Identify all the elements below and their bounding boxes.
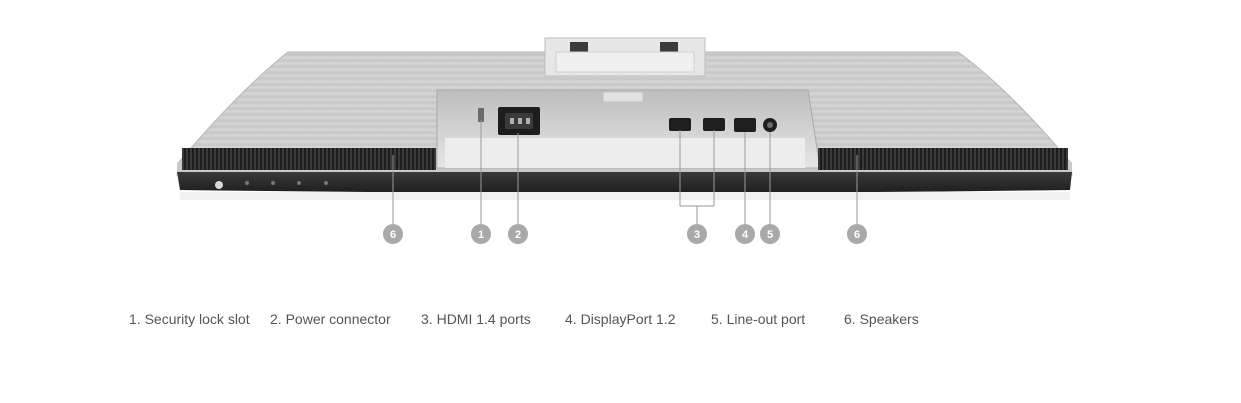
port-cavity [436,89,821,169]
hdmi-port-icon [669,118,691,131]
legend-label: Speakers [859,311,919,327]
legend-label: DisplayPort 1.2 [580,311,676,327]
legend-number: 1. [129,311,141,327]
legend-number: 4. [565,311,577,327]
callout-4: 4 [735,224,755,244]
legend-item-speakers: 6. Speakers [844,311,919,327]
legend-item-hdmi-ports: 3. HDMI 1.4 ports [421,311,531,327]
audio-jack-icon [763,118,777,132]
control-button-icon [245,181,249,185]
callout-5: 5 [760,224,780,244]
callout-leader-lines [392,120,858,224]
control-button-icon [324,181,328,185]
legend-number: 2. [270,311,282,327]
callout-number: 5 [767,229,773,241]
kensington-slot-icon [478,108,484,122]
legend-item-displayport: 4. DisplayPort 1.2 [565,311,676,327]
legend-number: 5. [711,311,723,327]
control-button-icon [271,181,275,185]
hdmi-port-icon [703,118,725,131]
right-speaker-grille [818,148,1068,170]
legend-item-power-connector: 2. Power connector [270,311,391,327]
callout-2: 2 [508,224,528,244]
callout-number: 1 [478,229,484,241]
callout-6-left: 6 [383,224,403,244]
callout-number: 2 [515,229,521,241]
legend-label: Security lock slot [144,311,250,327]
callout-3: 3 [687,224,707,244]
callout-number: 6 [390,229,396,241]
callout-number: 3 [694,229,700,241]
power-button-icon [215,181,223,189]
control-button-icon [297,181,301,185]
power-socket-icon [498,107,540,135]
legend-label: HDMI 1.4 ports [436,311,531,327]
callout-1: 1 [471,224,491,244]
callout-6-right: 6 [847,224,867,244]
stand-mount-recess [544,37,706,77]
legend-number: 3. [421,311,433,327]
legend-label: Power connector [285,311,391,327]
legend-number: 6. [844,311,856,327]
bottom-bezel [177,148,1072,200]
legend-item-security-lock-slot: 1. Security lock slot [129,311,250,327]
legend-label: Line-out port [726,311,806,327]
legend-item-line-out-port: 5. Line-out port [711,311,805,327]
callout-number: 6 [854,229,860,241]
callout-number: 4 [742,229,749,241]
left-speaker-grille [182,148,436,170]
displayport-icon [734,118,756,132]
